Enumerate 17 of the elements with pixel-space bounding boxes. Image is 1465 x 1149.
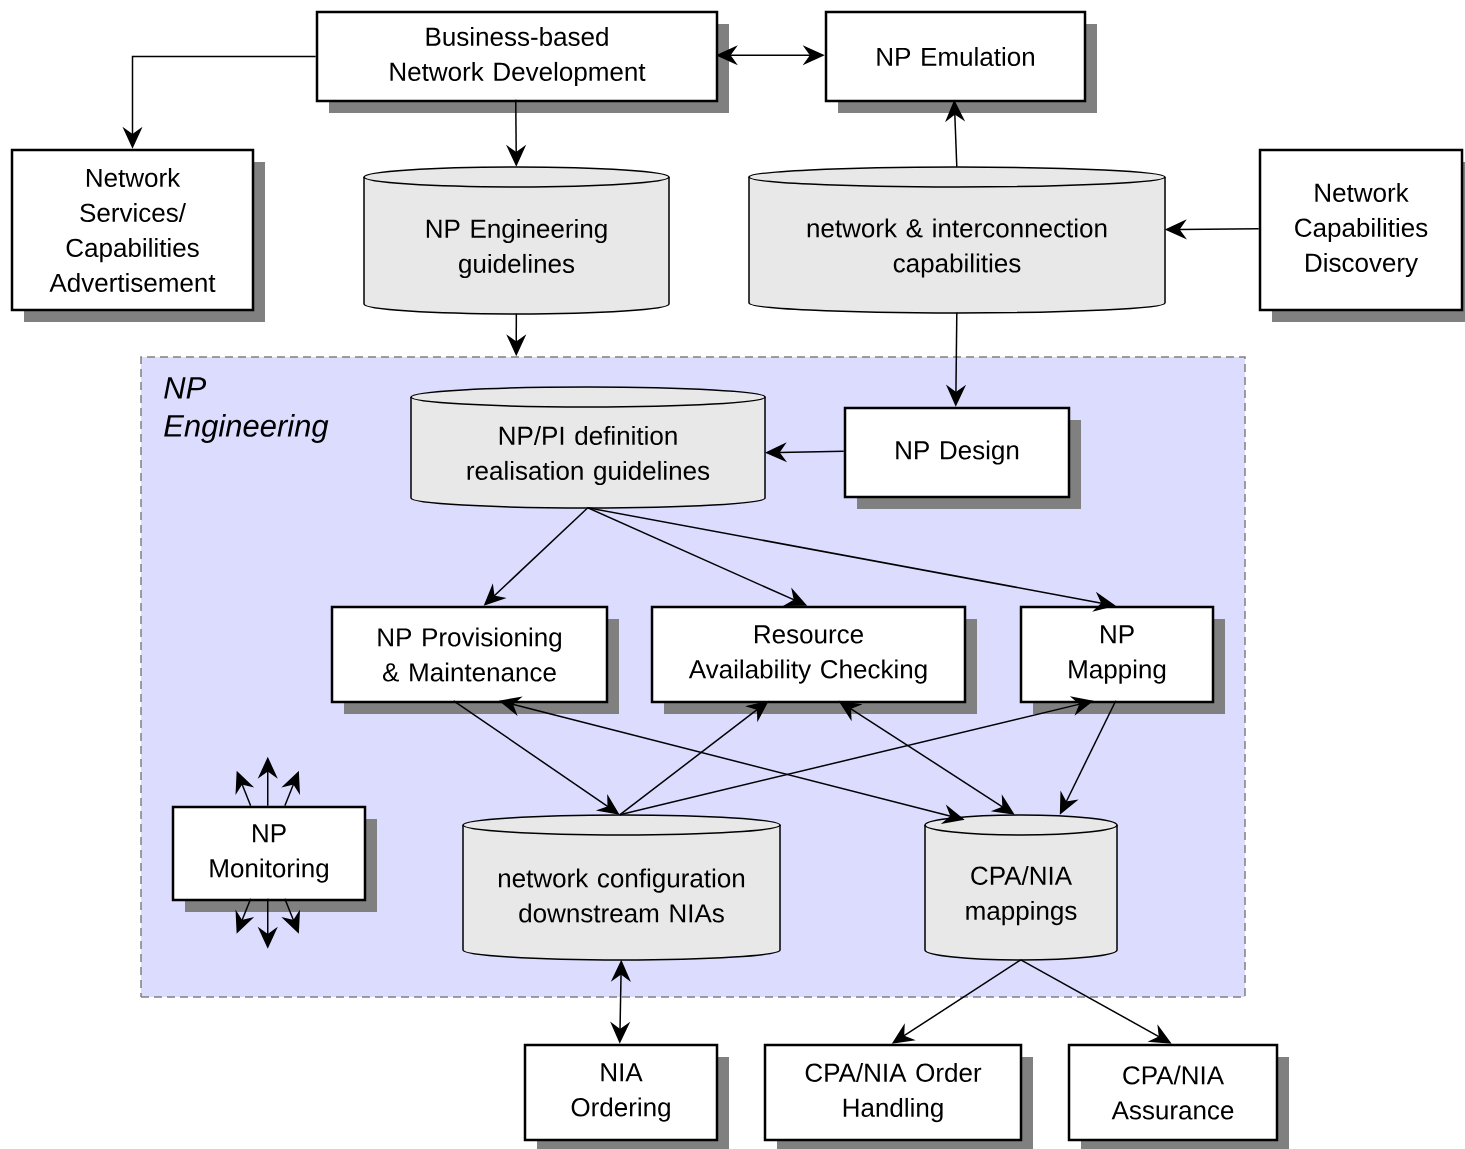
process-box: CPA/NIA Order Handling	[763, 1043, 1033, 1149]
data-store-cylinder: NP Engineering guidelines	[363, 166, 670, 315]
data-store-cylinder: CPA/NIA mappings	[924, 814, 1118, 961]
process-box: NP Monitoring	[171, 805, 377, 912]
process-box: NP Provisioning & Maintenance	[330, 605, 619, 714]
process-box: CPA/NIA Assurance	[1067, 1043, 1289, 1149]
data-store-cylinder: network & interconnection capabilities	[748, 166, 1166, 314]
process-box: Network Capabilities Discovery	[1258, 148, 1465, 322]
process-box: NP Emulation	[824, 10, 1097, 113]
process-box: Network Services/ Capabilities Advertisement	[10, 148, 265, 322]
process-box: NP Mapping	[1019, 605, 1225, 714]
data-store-cylinder: network configuration downstream NIAs	[462, 814, 781, 961]
process-box: Business-based Network Development	[315, 10, 729, 113]
process-box: NIA Ordering	[523, 1043, 729, 1149]
process-box: Resource Availability Checking	[650, 605, 977, 714]
data-store-cylinder: NP/PI definition realisation guidelines	[410, 386, 766, 509]
process-box: NP Design	[843, 406, 1081, 509]
